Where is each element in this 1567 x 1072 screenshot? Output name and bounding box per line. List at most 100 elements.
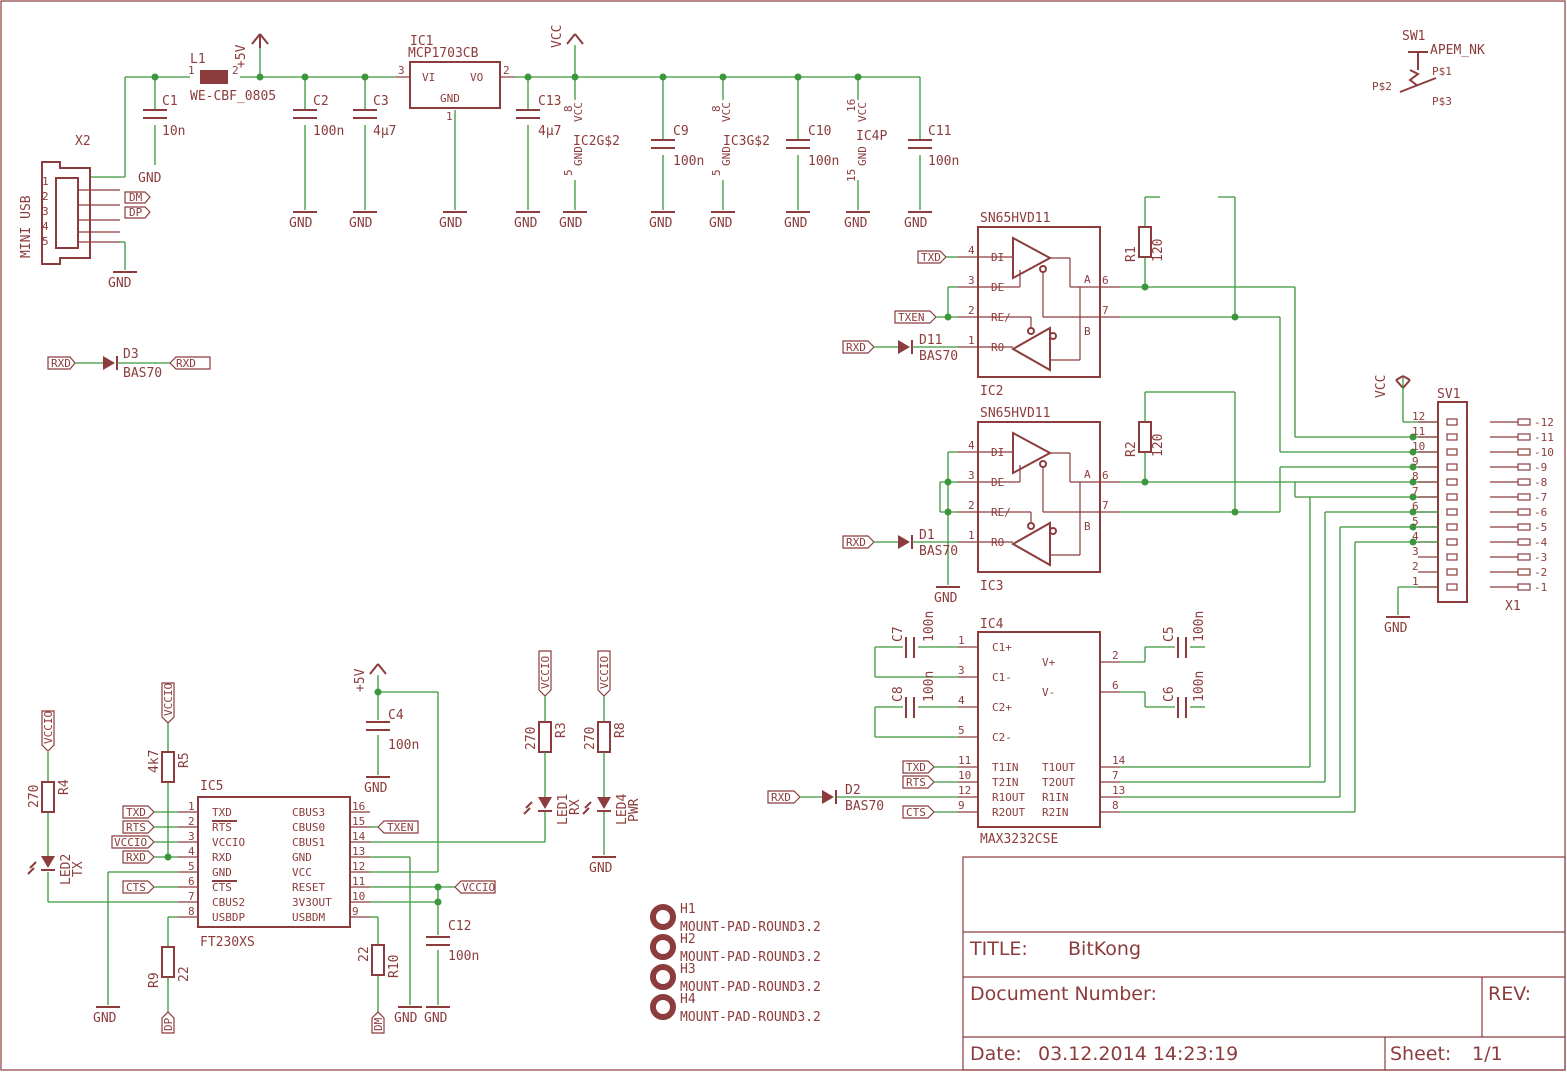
sheet-value: 1/1	[1472, 1043, 1503, 1065]
sv1-num-10: 10	[1412, 440, 1425, 453]
doc-number-label: Document Number:	[970, 983, 1157, 1005]
ic1-num2: 2	[503, 64, 510, 77]
x1-num-3: -3	[1534, 551, 1547, 564]
net-dp-x2: DP	[129, 206, 143, 219]
sv1-pin-10	[1446, 448, 1458, 456]
x2-pin4: 4	[42, 220, 49, 233]
resistor-r5: VCCIO 4k7 R5	[147, 682, 192, 783]
gnd-ic5-left: GND	[93, 1011, 117, 1026]
ic5-num-6: 7	[188, 890, 195, 903]
ic3-power-gate: 8 VCC IC3G$2 5 GND	[710, 102, 770, 176]
gnd-c11: GND	[904, 216, 928, 231]
ic5-rnum-6: 10	[352, 890, 365, 903]
cap-c11: C11 100n	[908, 124, 959, 169]
sv1-pin-3	[1446, 553, 1458, 561]
ic5-num-2: 3	[188, 830, 195, 843]
ic2g-pin5: 5	[562, 169, 575, 176]
ic5-rpin-2: CBUS1	[292, 836, 325, 849]
ic5-rpin-6: 3V3OUT	[292, 896, 332, 909]
ic4-num-2: 4	[958, 694, 965, 707]
ic3g-pin8: 8	[710, 105, 723, 112]
cap-c10: C10 100n	[786, 124, 839, 169]
ic3-num2: 2	[968, 499, 975, 512]
c5-name: C5	[1162, 626, 1177, 642]
net-txd-ic5: TXD	[126, 806, 146, 819]
net-rxd-ic3: RXD	[846, 536, 866, 549]
x1-pin-9	[1517, 463, 1531, 471]
cap-c1: C1 10n GND	[138, 94, 185, 186]
ic2g-vcc: VCC	[572, 102, 585, 122]
resistor-r2: R2 120	[1124, 421, 1166, 457]
c8-value: 100n	[922, 671, 937, 702]
led1: LED1 RX	[523, 794, 583, 825]
sv1-num-6: 6	[1412, 500, 1419, 513]
c7-value: 100n	[922, 611, 937, 642]
ic5-pin-2: VCCIO	[212, 836, 245, 849]
gnd-c13: GND	[514, 216, 538, 231]
net-cts-ic5: CTS	[126, 881, 146, 894]
h4-value: MOUNT-PAD-ROUND3.2	[680, 1010, 821, 1025]
ic4-rpin-5: R2IN	[1042, 806, 1069, 819]
ic5-pin-1: RTS	[212, 821, 232, 834]
x2-name: X2	[75, 134, 91, 149]
h3-name: H3	[680, 962, 696, 977]
ic5-left-labels: TXD RTS VCCIO RXD CTS GND	[47, 752, 178, 1026]
inductor-l1: L1 1 2 WE-CBF_0805	[188, 52, 276, 104]
led4-name: LED4	[615, 794, 630, 825]
sv1-num-4: 4	[1412, 530, 1419, 543]
ic4-num-7: 9	[958, 799, 965, 812]
net-dm-x2: DM	[129, 191, 143, 204]
r9-value: 22	[177, 966, 192, 982]
rev-label: REV:	[1488, 983, 1531, 1005]
c11-name: C11	[928, 124, 951, 139]
net-rts-ic4: RTS	[906, 776, 926, 789]
c4-value: 100n	[388, 738, 419, 753]
x1-pin-10	[1517, 448, 1531, 456]
sv1-pin-7	[1446, 493, 1458, 501]
h4-name: H4	[680, 992, 696, 1007]
ic5-pin-6: CBUS2	[212, 896, 245, 909]
ic4-power-gate: 16 VCC IC4P 15 GND	[845, 99, 887, 182]
ic2-num7: 7	[1102, 304, 1109, 317]
ic2-num2: 2	[968, 304, 975, 317]
ic4-left-pins: C1+1C1-3C2+4C2-5T1IN11T2IN10R1OUT12R2OUT…	[958, 634, 1025, 819]
ic3g-pin5: 5	[710, 169, 723, 176]
r8-value: 270	[583, 727, 598, 750]
net-vccio-r5: VCCIO	[162, 683, 175, 716]
c3-value: 4µ7	[373, 124, 396, 139]
ic5-pin-5: CTS	[212, 881, 232, 894]
c11-value: 100n	[928, 154, 959, 169]
net-rxd-ic2: RXD	[846, 341, 866, 354]
d2-value: BAS70	[845, 799, 884, 814]
ic4-num-6: 12	[958, 784, 971, 797]
cap-c8: C8 100n	[891, 671, 937, 718]
sv1-pin-12	[1446, 418, 1458, 426]
h3-value: MOUNT-PAD-ROUND3.2	[680, 980, 821, 995]
r9-name: R9	[147, 972, 162, 988]
sv1-pin-rows: 12-1211-1110-109-98-87-76-65-54-43-32-21…	[1412, 410, 1554, 594]
x1-num-1: -1	[1534, 581, 1547, 594]
ic5-rnum-3: 13	[352, 845, 365, 858]
net-vccio-r8: VCCIO	[598, 656, 611, 689]
ic2-name: IC2	[980, 384, 1003, 399]
r8-name: R8	[613, 722, 628, 738]
ic4-name: IC4	[980, 617, 1004, 632]
ic4-rnum-0: 2	[1112, 649, 1119, 662]
ic5-pin-4: GND	[212, 866, 232, 879]
cap-c12: C12 100n	[426, 919, 479, 964]
d1-name: D1	[919, 528, 935, 543]
gnd-ic5-right: GND	[394, 1011, 418, 1026]
ic4-pin-3: C2-	[992, 731, 1012, 744]
title-block: TITLE: BitKong Document Number: REV: Dat…	[962, 856, 1566, 1071]
ic4-rpin-1: V-	[1042, 686, 1055, 699]
x1-num-8: -8	[1534, 476, 1547, 489]
x1-pin-3	[1517, 553, 1531, 561]
gnd-x2: GND	[108, 276, 132, 291]
plus5v-label-ic5: +5V	[353, 668, 368, 692]
ic2-pin-b: B	[1084, 325, 1091, 338]
sv1-num-1: 1	[1412, 575, 1419, 588]
x2-pin3: 3	[42, 205, 49, 218]
ic4-num-4: 11	[958, 754, 971, 767]
